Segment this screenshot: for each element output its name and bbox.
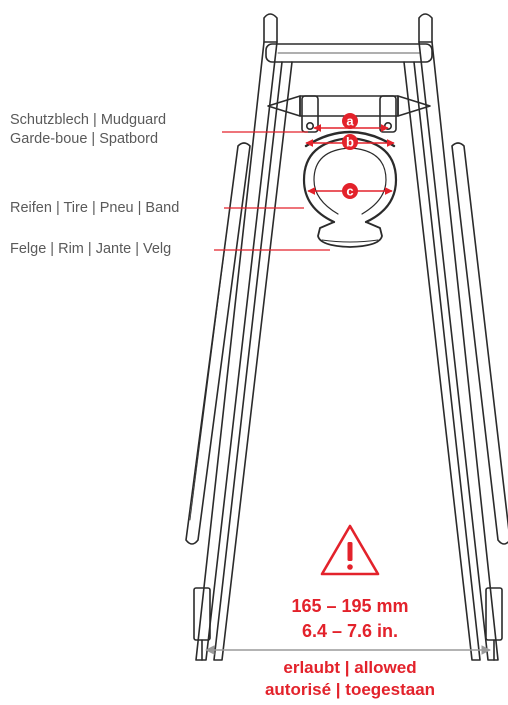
dimension-c-label: c (346, 184, 353, 199)
left-foot (193, 587, 211, 641)
right-outer-tube (418, 41, 499, 661)
right-upright-cap (418, 13, 433, 43)
dimension-b-label: b (346, 135, 354, 150)
bracket-right-plate (379, 95, 397, 133)
dimension-a-badge: a (342, 113, 358, 129)
right-side-strut (451, 142, 508, 545)
left-inner-tube (213, 61, 293, 661)
tire-label: Reifen | Tire | Pneu | Band (10, 200, 180, 216)
rim-label: Felge | Rim | Jante | Velg (10, 241, 172, 257)
left-outer-tube (195, 41, 278, 661)
mudguard-label-line2: Garde-boue | Spatbord (10, 131, 159, 147)
warning-triangle-icon (320, 524, 380, 576)
left-upright-cap (263, 13, 278, 43)
allowed-status-line2: autorisé | toegestaan (264, 680, 436, 699)
dimension-a-label: a (346, 114, 354, 129)
range-mm-text: 165 – 195 mm (291, 596, 409, 616)
mudguard-label-line1: Schutzblech | Mudguard (10, 112, 167, 128)
right-inner-tube (403, 61, 481, 661)
dimension-b-badge: b (342, 134, 358, 150)
range-inch-text: 6.4 – 7.6 in. (301, 621, 399, 641)
rim-outline (317, 221, 383, 248)
allowed-status-line1: erlaubt | allowed (283, 658, 417, 677)
dimension-c-badge: c (342, 183, 358, 199)
left-side-strut (185, 142, 251, 545)
tire-outline (302, 136, 398, 224)
top-crossbar (265, 43, 433, 63)
bracket-left-plate (301, 95, 319, 133)
right-foot (485, 587, 503, 641)
